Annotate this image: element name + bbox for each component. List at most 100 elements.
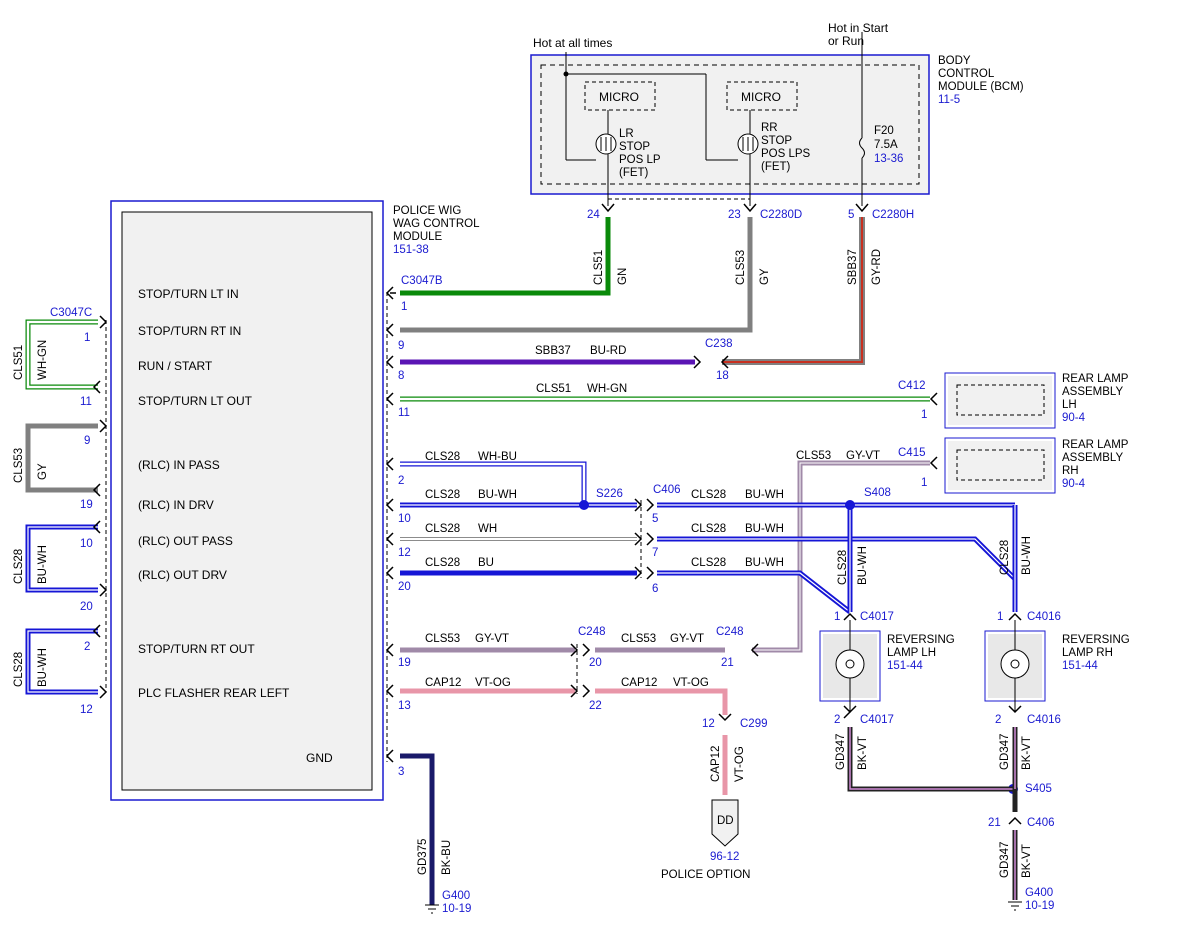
rear-lamp-lh-1: REAR LAMP	[1062, 373, 1129, 385]
pin-13: 13	[398, 700, 411, 712]
connector-c248-a: C248	[578, 626, 606, 638]
bkvt-a: BK-VT	[857, 736, 869, 770]
hot-in-start-2: or Run	[828, 34, 864, 48]
c299-pin: 12	[702, 718, 715, 730]
hot-at-all-times: Hot at all times	[533, 36, 612, 50]
rev-lh-ref: 151-44	[887, 660, 923, 672]
run-circuit: SBB37	[535, 345, 571, 357]
g400-a-ref: 10-19	[442, 903, 471, 915]
left-w2-circuit: CLS53	[13, 448, 25, 483]
pin-label-rlc-in-pass: (RLC) IN PASS	[138, 458, 220, 472]
rh-v-circuit: CLS28	[999, 540, 1011, 575]
pin-label-run-start: RUN / START	[138, 359, 213, 373]
rt-out2-circuit: CLS53	[621, 633, 656, 645]
rt-out-color: GY-VT	[475, 633, 509, 645]
rev-rh-2: LAMP RH	[1062, 647, 1113, 659]
rev-rh-pin2: 2	[995, 714, 1001, 726]
left-w3-color: BU-WH	[37, 545, 49, 584]
connector-c299: C299	[740, 718, 768, 730]
c406-pin-21: 21	[988, 817, 1001, 829]
lh-v-color: BU-WH	[857, 546, 869, 585]
pin-3: 3	[398, 766, 404, 778]
left-w2-color: GY	[37, 463, 49, 480]
police-option: POLICE OPTION	[661, 869, 750, 881]
connector-c248-b: C248	[716, 626, 744, 638]
splice-s408-label: S408	[864, 487, 891, 499]
bcm-ref: 11-5	[938, 94, 960, 106]
dd-ref: 96-12	[710, 851, 739, 863]
gnd-circuit: GD375	[417, 839, 429, 875]
fuse-label-2: 7.5A	[874, 139, 898, 151]
left-pin-19: 19	[80, 499, 93, 511]
connector-c2280h: C2280H	[872, 209, 914, 221]
bcm-pin-5: 5	[848, 209, 854, 221]
connector-c415: C415	[898, 447, 926, 459]
c415-pin: 1	[921, 477, 927, 489]
lr-label-4: (FET)	[619, 167, 649, 179]
rr-label-1: RR	[761, 122, 778, 134]
rev-lh-pin2: 2	[834, 714, 840, 726]
micro-1-label: MICRO	[599, 90, 639, 104]
wigwag-module	[105, 200, 388, 801]
lh-v-circuit: CLS28	[837, 550, 849, 585]
pin-9: 9	[398, 340, 404, 352]
wigwag-title-1: POLICE WIG	[393, 205, 461, 217]
micro-2-label: MICRO	[741, 90, 781, 104]
dd-label: DD	[717, 815, 734, 827]
ground-icon-b	[1008, 901, 1022, 911]
rev-lh-pin1: 1	[834, 611, 840, 623]
rear-lamp-lh	[944, 372, 1056, 429]
in-pass-circuit: CLS28	[425, 451, 460, 463]
g400-b: G400	[1025, 887, 1053, 899]
wigwag-title-2: WAG CONTROL	[393, 218, 480, 230]
bkvt-b: BK-VT	[1021, 736, 1033, 770]
r1-color: BU-WH	[745, 489, 784, 501]
left-pin-2: 2	[84, 641, 90, 653]
pin-2: 2	[398, 475, 404, 487]
v-label-gn: GN	[617, 268, 629, 285]
splice-s226-label: S226	[596, 488, 623, 500]
lr-label-2: STOP	[619, 141, 650, 153]
wire-gd375-bk-bu	[400, 753, 435, 905]
plc2-circuit: CAP12	[621, 677, 657, 689]
pin-20: 20	[398, 581, 411, 593]
run-color: BU-RD	[590, 345, 626, 357]
v-label-cls51: CLS51	[593, 250, 605, 285]
pin-8: 8	[398, 370, 404, 382]
pin-12: 12	[398, 547, 411, 559]
pin-10: 10	[398, 513, 411, 525]
rear-lamp-rh-3: RH	[1062, 465, 1079, 477]
pin-label-rlc-out-pass: (RLC) OUT PASS	[138, 534, 233, 548]
rear-lamp-lh-2: ASSEMBLY	[1062, 386, 1123, 398]
r3-color: BU-WH	[745, 557, 784, 569]
right-pin-arrows	[385, 286, 1022, 825]
connector-c3047b: C3047B	[401, 275, 443, 287]
plc-circuit: CAP12	[425, 677, 461, 689]
wire-sbb37-gy-rd	[722, 217, 865, 365]
left-w4-circuit: CLS28	[13, 652, 25, 687]
dd-connector-icon	[711, 799, 739, 847]
fuse-label-1: F20	[874, 125, 894, 137]
rev-lh-1: REVERSING	[887, 634, 955, 646]
rear-lamp-rh-2: ASSEMBLY	[1062, 452, 1123, 464]
lt-out-color: WH-GN	[587, 383, 627, 395]
bcm-module: MICRO MICRO LR STOP POS LP (FET)	[530, 32, 1024, 221]
c248-pin-20: 20	[589, 657, 602, 669]
bcm-title-2: CONTROL	[938, 68, 995, 80]
bcm-title-1: BODY	[938, 55, 971, 67]
c406-pin-7: 7	[652, 547, 658, 559]
r2-color: BU-WH	[745, 523, 784, 535]
pin-label-stop-lt-out: STOP/TURN LT OUT	[138, 394, 253, 408]
wigwag-ref: 151-38	[393, 244, 429, 256]
r1-circuit: CLS28	[691, 489, 726, 501]
hot-in-start-1: Hot in Start	[828, 21, 889, 35]
reversing-lamp-lh	[819, 620, 881, 712]
out-drv-circuit: CLS28	[425, 557, 460, 569]
pin-11: 11	[398, 407, 410, 419]
rear-lamp-rh	[944, 437, 1056, 494]
g400-b-ref: 10-19	[1025, 900, 1054, 912]
wire-cls53-gy	[400, 217, 753, 333]
bcm-pin-23: 23	[728, 209, 741, 221]
left-w1-circuit: CLS51	[13, 345, 25, 380]
splice-s408	[845, 500, 855, 510]
